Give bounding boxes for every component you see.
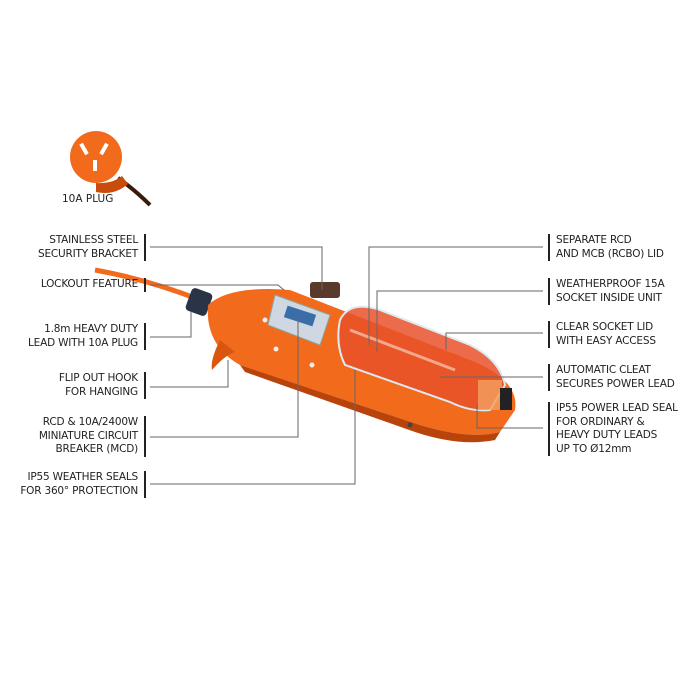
callout-line: HEAVY DUTY LEADS <box>556 429 658 441</box>
power-unit-body <box>207 282 516 443</box>
callout-line: MINIATURE CIRCUIT <box>38 429 138 442</box>
callout-line: FOR 360° PROTECTION <box>20 484 138 497</box>
callout-line: CLEAR SOCKET LID <box>556 321 653 333</box>
callout-line: SECURITY BRACKET <box>37 247 138 260</box>
callout-line: BREAKER (MCD) <box>55 443 138 455</box>
callout-line: 1.8m HEAVY DUTY <box>44 323 138 335</box>
callout-rcd-mcb: RCD & 10A/2400W MINIATURE CIRCUIT BREAKE… <box>39 416 146 457</box>
callout-line: FOR ORDINARY & <box>556 415 645 428</box>
callout-line: STAINLESS STEEL <box>49 234 138 246</box>
callout-cleat: AUTOMATIC CLEAT SECURES POWER LEAD <box>548 364 675 391</box>
callout-lead: 1.8m HEAVY DUTY LEAD WITH 10A PLUG <box>28 323 146 350</box>
callout-line: SOCKET INSIDE UNIT <box>556 291 662 304</box>
callout-line: AUTOMATIC CLEAT <box>556 364 651 376</box>
callout-line: IP55 POWER LEAD SEAL <box>556 402 678 414</box>
callout-socket: WEATHERPROOF 15A SOCKET INSIDE UNIT <box>548 278 665 305</box>
callout-security-bracket: STAINLESS STEEL SECURITY BRACKET <box>38 234 146 261</box>
callout-lockout: LOCKOUT FEATURE <box>41 278 146 292</box>
callout-line: WITH EASY ACCESS <box>556 334 656 347</box>
callout-rcbo-lid: SEPARATE RCD AND MCB (RCBO) LID <box>548 234 664 261</box>
callout-hook: FLIP OUT HOOK FOR HANGING <box>59 372 146 399</box>
callout-line: LEAD WITH 10A PLUG <box>28 336 138 349</box>
cord-strain-relief <box>185 288 213 316</box>
callout-line: FOR HANGING <box>65 385 138 398</box>
callout-line: UP TO Ø12mm <box>556 442 632 455</box>
callout-clear-lid: CLEAR SOCKET LID WITH EASY ACCESS <box>548 321 656 348</box>
callout-weather-seals: IP55 WEATHER SEALS FOR 360° PROTECTION <box>20 471 146 498</box>
callout-lead-seal: IP55 POWER LEAD SEAL FOR ORDINARY & HEAV… <box>548 402 678 456</box>
callout-line: RCD & 10A/2400W <box>42 416 138 428</box>
leader-lines <box>150 246 543 485</box>
callout-line: AND MCB (RCBO) LID <box>556 247 664 260</box>
plug-icon <box>70 131 152 207</box>
plug-caption: 10A PLUG <box>62 193 114 205</box>
power-cord <box>94 267 201 303</box>
callout-line: LOCKOUT FEATURE <box>40 278 138 290</box>
callout-line: SEPARATE RCD <box>556 234 632 246</box>
callout-line: IP55 WEATHER SEALS <box>27 471 139 483</box>
callout-line: SECURES POWER LEAD <box>556 377 675 390</box>
callout-line: WEATHERPROOF 15A <box>556 278 665 290</box>
callout-line: FLIP OUT HOOK <box>58 372 138 384</box>
